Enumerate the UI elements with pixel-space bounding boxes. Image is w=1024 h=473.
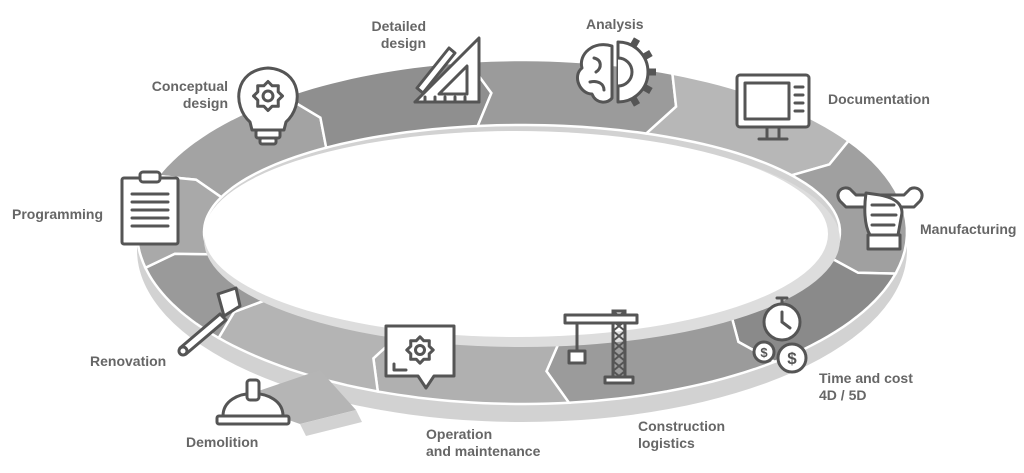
label-demolition: Demolition bbox=[186, 434, 259, 450]
paint-brush-icon bbox=[177, 286, 242, 357]
computer-monitor-icon bbox=[735, 73, 811, 141]
label-manufacturing: Manufacturing bbox=[920, 221, 1017, 237]
set-square-pencil-icon bbox=[413, 36, 481, 104]
brain-gear-icon bbox=[576, 37, 656, 107]
svg-text:$: $ bbox=[760, 345, 768, 360]
label-renovation: Renovation bbox=[90, 353, 167, 369]
label-documentation: Documentation bbox=[828, 91, 930, 107]
label-analysis: Analysis bbox=[586, 16, 644, 32]
hand-wrench-icon bbox=[836, 186, 924, 251]
stopwatch-dollar-icon: $$ bbox=[752, 296, 808, 374]
stage-icons: $$ bbox=[120, 36, 924, 426]
ring-hole bbox=[204, 131, 828, 337]
speech-gear-icon bbox=[384, 324, 456, 390]
svg-text:$: $ bbox=[787, 349, 797, 368]
hard-hat-icon bbox=[215, 378, 291, 426]
label-programming: Programming bbox=[12, 206, 104, 222]
lightbulb-gear-icon bbox=[237, 66, 299, 146]
clipboard-icon bbox=[120, 170, 180, 246]
tail-shadow bbox=[300, 410, 362, 436]
tower-crane-icon bbox=[563, 309, 639, 385]
